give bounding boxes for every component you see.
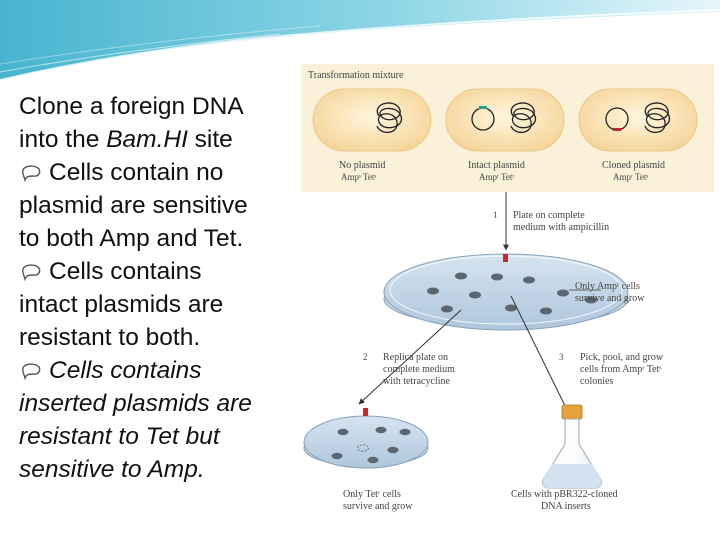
amp-survival-note: survive and grow [575, 293, 645, 304]
step2-text: Replica plate on [383, 352, 448, 363]
slide-body-text: Clone a foreign DNA into the Bam.HI site… [19, 90, 301, 486]
bullet-text-line: Cells contain no [49, 159, 224, 186]
bullet-text-line: resistant to both. [19, 324, 201, 351]
intro-line: Clone a foreign DNA [19, 93, 244, 120]
flask-culture-medium [542, 464, 602, 488]
culture-flask [541, 404, 603, 489]
ampicillin-plate [383, 253, 629, 331]
tet-gene-marker [479, 106, 487, 109]
step1-text: medium with ampicillin [513, 222, 609, 233]
bullet-text-line: plasmid are sensitive [19, 192, 248, 219]
flask-caption: Cells with pBR322-cloned [511, 489, 618, 500]
step3-text: cells from Ampʳ Tetˢ [580, 364, 661, 375]
bullet-inserted-plasmid: Cells contains inserted plasmids are res… [19, 354, 301, 486]
bullet-no-plasmid: Cells contain no plasmid are sensitive t… [19, 156, 301, 255]
bullet-icon [19, 356, 49, 389]
plate-orientation-mark [503, 254, 508, 262]
intro-line: into the Bam.HI site [19, 126, 233, 153]
flask-cap [561, 404, 583, 420]
bullet-icon [19, 158, 49, 191]
bullet-text-line: to both Amp and Tet. [19, 225, 244, 252]
step2-text: with tetracycline [383, 376, 450, 387]
bullet-intact-plasmid: Cells contains intact plasmids are resis… [19, 255, 301, 354]
cell-cloned-plasmid: Cloned plasmid Ampʳ Tetˢ [578, 88, 698, 182]
step2-arrow [358, 309, 462, 405]
step3-text: colonies [580, 376, 613, 387]
tetracycline-plate [303, 408, 429, 469]
bullet-text-line: resistant to Tet but [19, 423, 220, 450]
amp-insert-marker [613, 128, 621, 131]
transformation-mixture-title: Transformation mixture [308, 70, 404, 81]
bullet-text-line: Cells contains [49, 258, 202, 285]
step1-text: Plate on complete [513, 210, 585, 221]
flask-caption: DNA inserts [541, 501, 591, 512]
step3-number: 3 [559, 352, 564, 362]
bullet-text-line: sensitive to Amp. [19, 456, 205, 483]
bullet-text-line: intact plasmids are [19, 291, 224, 318]
step2-number: 2 [363, 352, 368, 362]
bullet-text-line: inserted plasmids are [19, 390, 252, 417]
missing-colony-outline [357, 444, 369, 452]
svg-text:Ampˢ Tetˢ: Ampˢ Tetˢ [341, 172, 376, 182]
step3-arrow [510, 295, 574, 423]
svg-text:No plasmid: No plasmid [339, 160, 385, 171]
bamhi-site-name: Bam.HI [106, 126, 188, 153]
tet-survival-note: Only Tetʳ cells [343, 489, 401, 500]
svg-text:Ampʳ Tetˢ: Ampʳ Tetˢ [613, 172, 648, 182]
cloning-procedure-diagram: Transformation mixture No plasmid Ampˢ T… [301, 64, 714, 512]
amp-survival-note: Only Ampʳ cells [575, 281, 640, 292]
bullet-icon [19, 257, 49, 290]
cell-no-plasmid: No plasmid Ampˢ Tetˢ [312, 88, 432, 182]
svg-text:Intact plasmid: Intact plasmid [468, 160, 525, 171]
tet-survival-note: survive and grow [343, 501, 413, 512]
plate-orientation-mark [363, 408, 368, 416]
step3-text: Pick, pool, and grow [580, 352, 664, 363]
step1-number: 1 [493, 210, 498, 220]
bullet-text-line: Cells contains [49, 357, 202, 384]
cell-intact-plasmid: Intact plasmid Ampʳ Tetʳ [445, 88, 565, 182]
step2-text: complete medium [383, 364, 455, 375]
header-wave-decoration [0, 0, 720, 81]
svg-text:Ampʳ Tetʳ: Ampʳ Tetʳ [479, 172, 514, 182]
svg-text:Cloned plasmid: Cloned plasmid [602, 160, 665, 171]
